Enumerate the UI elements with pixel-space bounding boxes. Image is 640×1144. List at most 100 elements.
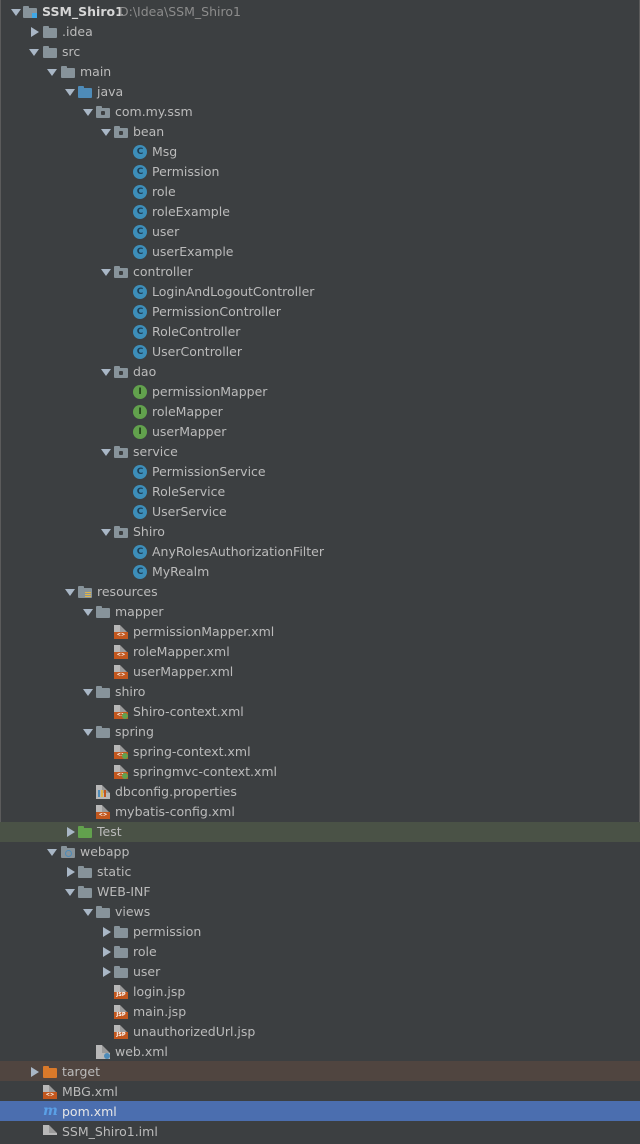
collapsed-arrow-icon[interactable]	[99, 942, 113, 962]
tree-node[interactable]: spring	[0, 722, 640, 742]
tree-node[interactable]: Test	[0, 822, 640, 842]
collapsed-arrow-icon[interactable]	[99, 962, 113, 982]
tree-node[interactable]: com.my.ssm	[0, 102, 640, 122]
tree-node[interactable]: <>MBG.xml	[0, 1082, 640, 1102]
collapsed-arrow-icon[interactable]	[63, 822, 77, 842]
class-icon: C	[133, 345, 147, 359]
tree-node-label: SSM_Shiro1.iml	[62, 1123, 158, 1139]
tree-node[interactable]: target	[0, 1062, 640, 1082]
tree-node[interactable]: bean	[0, 122, 640, 142]
tree-node[interactable]: <>permissionMapper.xml	[0, 622, 640, 642]
expanded-arrow-icon[interactable]	[81, 682, 95, 702]
tree-node-label: roleMapper.xml	[133, 644, 230, 659]
jsp-file-icon: JSP	[114, 984, 128, 999]
expanded-arrow-icon[interactable]	[63, 582, 77, 602]
tree-node[interactable]: <>userMapper.xml	[0, 662, 640, 682]
tree-node[interactable]: src	[0, 42, 640, 62]
tree-node[interactable]: SSM_Shiro1.iml	[0, 1122, 640, 1142]
package-icon	[96, 105, 110, 119]
tree-node[interactable]: dao	[0, 362, 640, 382]
expanded-arrow-icon[interactable]	[81, 602, 95, 622]
package-dot-icon	[119, 371, 123, 375]
class-icon: C	[133, 185, 147, 199]
expanded-arrow-icon[interactable]	[99, 262, 113, 282]
tree-node[interactable]: <>mybatis-config.xml	[0, 802, 640, 822]
expanded-arrow-icon[interactable]	[99, 522, 113, 542]
tree-node[interactable]: dbconfig.properties	[0, 782, 640, 802]
tree-node[interactable]: web.xml	[0, 1042, 640, 1062]
collapsed-arrow-icon[interactable]	[27, 1062, 41, 1082]
tree-node[interactable]: <>Shiro-context.xml	[0, 702, 640, 722]
jsp-file-icon: JSP	[114, 1024, 128, 1039]
tree-node[interactable]: role	[0, 942, 640, 962]
expanded-arrow-icon[interactable]	[63, 82, 77, 102]
tree-node[interactable]: <>roleMapper.xml	[0, 642, 640, 662]
tree-node[interactable]: resources	[0, 582, 640, 602]
test-folder-icon	[78, 825, 92, 839]
tree-node[interactable]: java	[0, 82, 640, 102]
tree-node-label: views	[115, 903, 151, 919]
tree-node[interactable]: controller	[0, 262, 640, 282]
expanded-arrow-icon[interactable]	[45, 62, 59, 82]
expanded-arrow-icon[interactable]	[81, 102, 95, 122]
tree-node-label: shiro	[115, 684, 146, 699]
expanded-arrow-icon[interactable]	[99, 122, 113, 142]
tree-node-label: bean	[133, 124, 165, 139]
tree-node[interactable]: main	[0, 62, 640, 82]
expanded-arrow-icon[interactable]	[45, 842, 59, 862]
expanded-arrow-icon[interactable]	[63, 882, 77, 902]
expanded-arrow-icon[interactable]	[27, 42, 41, 62]
tree-node[interactable]: static	[0, 862, 640, 882]
spring-xml-icon: <>	[114, 745, 128, 759]
expanded-arrow-icon[interactable]	[81, 902, 95, 922]
folder-icon	[96, 725, 110, 739]
tree-node[interactable]: <>springmvc-context.xml	[0, 762, 640, 782]
tree-node[interactable]: webapp	[0, 842, 640, 862]
tree-node[interactable]: mapper	[0, 602, 640, 622]
tree-node[interactable]: Shiro	[0, 522, 640, 542]
tree-node[interactable]: views	[0, 902, 640, 922]
tree-node[interactable]: C UserController	[0, 342, 640, 362]
collapsed-arrow-icon[interactable]	[99, 922, 113, 942]
collapsed-arrow-icon[interactable]	[63, 862, 77, 882]
tree-node-label: UserController	[152, 344, 242, 359]
tree-node[interactable]: WEB-INF	[0, 882, 640, 902]
xml-tag-icon: <>	[114, 712, 128, 719]
tree-node-label: userMapper	[152, 424, 227, 439]
collapsed-arrow-icon[interactable]	[27, 22, 41, 42]
class-icon: C	[133, 165, 147, 179]
tree-node[interactable]: shiro	[0, 682, 640, 702]
tree-node[interactable]: <>spring-context.xml	[0, 742, 640, 762]
tree-node[interactable]: user	[0, 962, 640, 982]
expanded-arrow-icon[interactable]	[9, 2, 23, 22]
expanded-arrow-icon[interactable]	[99, 362, 113, 382]
expanded-arrow-icon[interactable]	[99, 442, 113, 462]
jsp-tag-icon: JSP	[114, 1031, 128, 1039]
tree-node[interactable]: .idea	[0, 22, 640, 42]
tree-node[interactable]: service	[0, 442, 640, 462]
expanded-arrow-icon[interactable]	[81, 722, 95, 742]
tree-node[interactable]: permission	[0, 922, 640, 942]
